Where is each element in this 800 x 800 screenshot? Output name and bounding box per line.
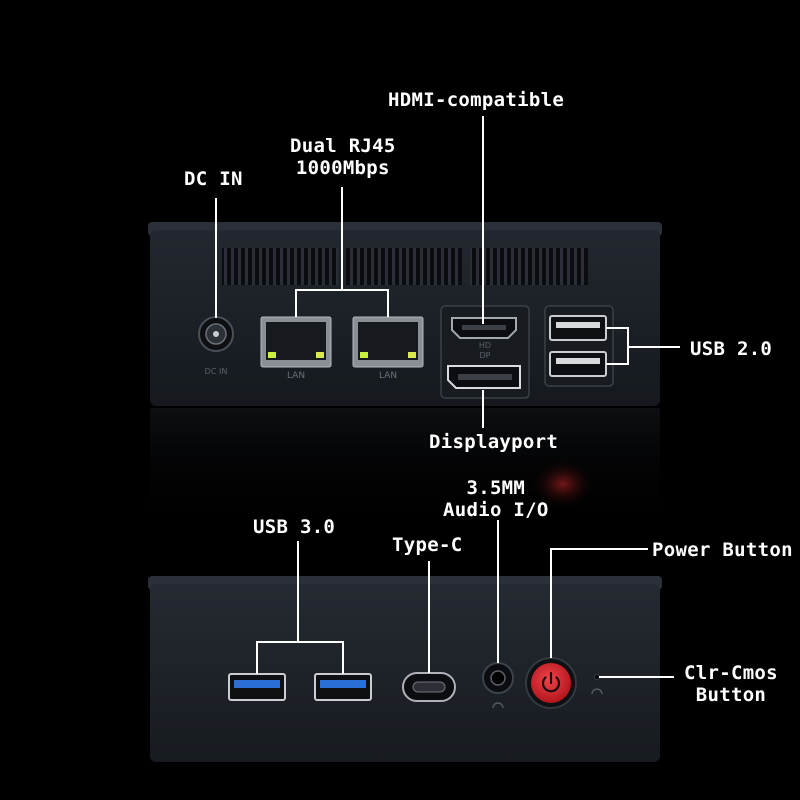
label-usb2: USB 2.0 [690, 338, 773, 360]
power-button[interactable] [525, 657, 577, 709]
label-clr-cmos: Clr-Cmos Button [684, 662, 778, 706]
callout-lines [215, 116, 680, 678]
label-audio: 3.5MM Audio I/O [443, 477, 549, 521]
dp-marking: DP [480, 351, 491, 360]
usb2-port-1 [549, 315, 607, 341]
lan2-led-right [408, 352, 416, 358]
label-power-button: Power Button [652, 539, 793, 561]
type-c-port [402, 672, 456, 702]
label-type-c: Type-C [392, 534, 463, 556]
label-rj45: Dual RJ45 1000Mbps [290, 135, 396, 179]
lan1-led-right [316, 352, 324, 358]
usb2-port-2 [549, 351, 607, 377]
headset-mark [492, 702, 504, 709]
usb3-port-1 [228, 673, 286, 701]
lan2-marking: LAN [379, 371, 397, 381]
usb3-leader-fork [256, 641, 344, 674]
hdmi-port [451, 317, 517, 339]
front-chassis [150, 584, 660, 762]
label-audio-line1: 3.5MM [466, 477, 526, 499]
label-clr-cmos-line2: Button [695, 684, 767, 706]
dc-in-marking: DC IN [205, 367, 228, 376]
rj45-leader-fork [295, 289, 389, 317]
label-hdmi: HDMI-compatible [388, 89, 565, 111]
power-leader [550, 548, 648, 658]
hd-marking: HD [479, 341, 491, 350]
label-dc-in: DC IN [184, 168, 243, 190]
usb3-port-2 [314, 673, 372, 701]
lan1-marking: LAN [287, 371, 305, 381]
label-displayport: Displayport [429, 431, 559, 453]
lan1-led-left [268, 352, 276, 358]
rear-panel: DC IN LAN LAN HD DP [148, 222, 662, 406]
front-panel [148, 576, 662, 762]
rj45-port-2: LAN [352, 316, 424, 381]
power-led-reflection [529, 458, 597, 510]
label-usb3: USB 3.0 [253, 516, 336, 538]
power-icon [541, 671, 561, 693]
vent-grille-2 [346, 248, 462, 285]
lan2-led-left [360, 352, 368, 358]
displayport-port [447, 365, 521, 389]
label-audio-line2: Audio I/O [443, 499, 549, 521]
vent-grille-3 [470, 248, 588, 285]
vent-grille-1 [222, 248, 338, 285]
label-rj45-line1: Dual RJ45 [290, 135, 396, 157]
audio-jack [482, 662, 514, 709]
dc-in-port: DC IN [198, 316, 234, 376]
label-rj45-line2: 1000Mbps [295, 157, 390, 179]
label-clr-cmos-line1: Clr-Cmos [684, 662, 778, 684]
